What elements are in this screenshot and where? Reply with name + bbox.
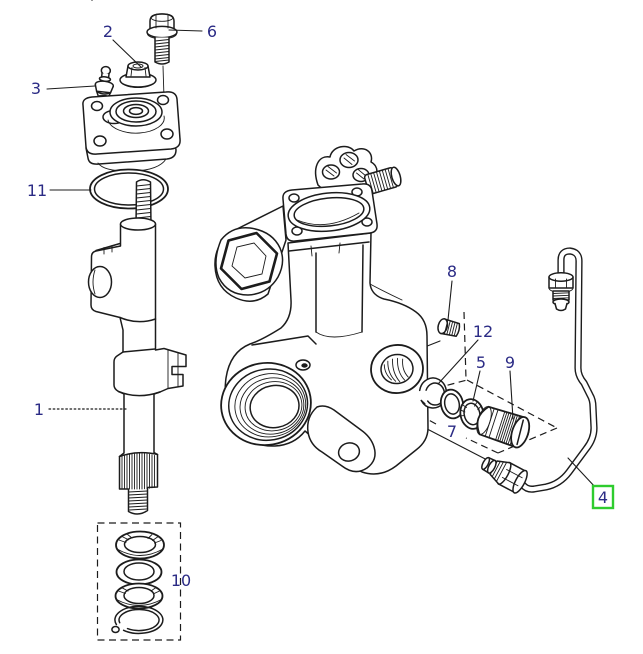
callout-10: 10 bbox=[171, 571, 191, 590]
end-plug bbox=[476, 405, 531, 449]
callout-4[interactable]: 4 bbox=[598, 488, 608, 507]
callout-7: 7 bbox=[447, 422, 457, 441]
callout-12: 12 bbox=[473, 322, 493, 341]
adjuster-screw bbox=[363, 166, 402, 195]
spline-hatch bbox=[121, 452, 155, 490]
snap-ring-kit bbox=[111, 605, 164, 635]
callout-3: 3 bbox=[31, 79, 41, 98]
seal-ring-mid bbox=[115, 558, 163, 586]
callout-labels: 2 6 3 11 1 10 8 12 5 9 7 4 bbox=[27, 22, 615, 590]
hex-flange-bolt bbox=[146, 13, 178, 65]
tip-threads bbox=[128, 490, 148, 511]
callout-4-highlighted[interactable]: 4 bbox=[591, 484, 615, 510]
callout-9: 9 bbox=[505, 353, 515, 372]
bolt-threads bbox=[154, 39, 170, 62]
hex-plug bbox=[437, 318, 461, 337]
hex-boss-outer bbox=[215, 227, 284, 296]
cover-plate bbox=[82, 91, 181, 172]
callout-11: 11 bbox=[27, 181, 47, 200]
o-ring-gasket bbox=[89, 168, 169, 210]
sector-bore bbox=[220, 361, 312, 447]
pipe-fitting-end bbox=[481, 456, 528, 494]
flange-opening bbox=[287, 191, 371, 233]
seal-ring-lower bbox=[114, 582, 164, 610]
callout-8: 8 bbox=[447, 262, 457, 281]
callout-2: 2 bbox=[103, 22, 113, 41]
steering-gear-housing bbox=[91, 0, 429, 475]
seal-ring-top bbox=[115, 530, 165, 560]
pipe-fitting-top bbox=[548, 272, 574, 312]
mounting-ear bbox=[306, 405, 376, 473]
seal-kit-group bbox=[96, 522, 182, 641]
callout-5: 5 bbox=[476, 353, 486, 372]
leader-lines bbox=[46, 29, 597, 489]
flange-nut bbox=[119, 61, 157, 88]
callout-6: 6 bbox=[207, 22, 217, 41]
seal-ring-7 bbox=[439, 388, 465, 420]
hex-boss-socket bbox=[219, 231, 279, 291]
side-port bbox=[370, 344, 424, 394]
input-shaft-assembly bbox=[87, 179, 187, 515]
callout-4-highlight-box[interactable] bbox=[591, 484, 615, 510]
callout-1: 1 bbox=[34, 400, 44, 419]
port-hatch bbox=[325, 154, 367, 180]
pressure-pipe bbox=[481, 247, 598, 494]
